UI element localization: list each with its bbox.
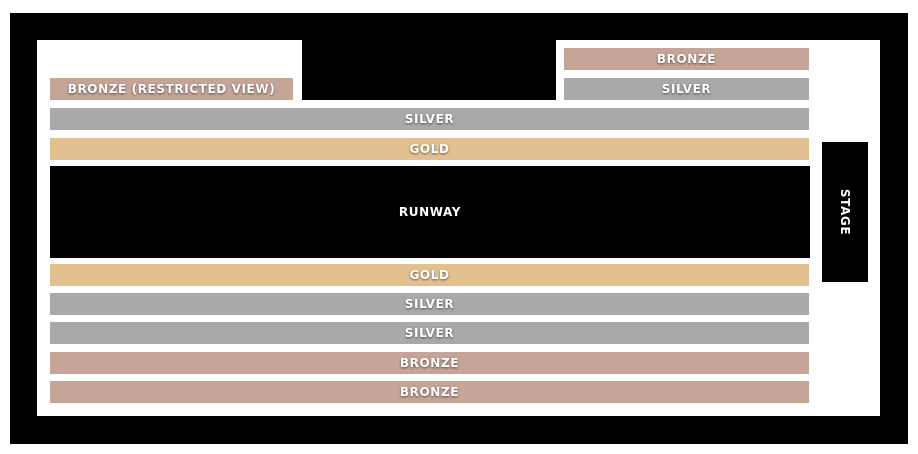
section-upper-right-silver[interactable]: SILVER [564,78,809,100]
upper-center-void [302,40,556,100]
runway: RUNWAY [50,166,810,258]
section-upper-right-bronze[interactable]: BRONZE [564,48,809,70]
stage-label: STAGE [838,188,853,236]
section-lower-silver-2[interactable]: SILVER [50,322,809,344]
section-lower-bronze-2[interactable]: BRONZE [50,381,809,403]
section-upper-gold[interactable]: GOLD [50,138,809,160]
section-upper-left-bronze-restricted[interactable]: BRONZE (RESTRICTED VIEW) [50,78,293,100]
runway-label: RUNWAY [398,205,462,219]
section-lower-bronze-1[interactable]: BRONZE [50,352,809,374]
section-lower-gold[interactable]: GOLD [50,264,809,286]
section-lower-silver-1[interactable]: SILVER [50,293,809,315]
stage: STAGE [822,142,868,282]
section-upper-silver[interactable]: SILVER [50,108,809,130]
